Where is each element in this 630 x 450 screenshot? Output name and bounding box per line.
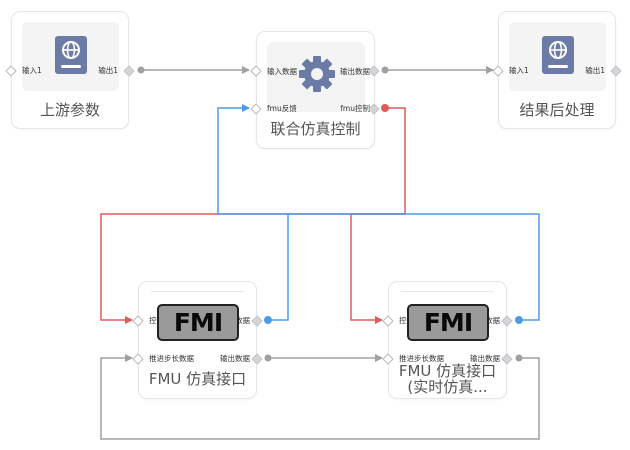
node-title: FMU 仿真接口	[148, 370, 247, 388]
output-port-diamond[interactable]	[251, 353, 263, 365]
port-label-output-data: 输出数据	[220, 354, 250, 363]
output-port-diamond[interactable]	[123, 65, 135, 77]
output-port-diamond[interactable]	[368, 65, 380, 77]
node-title: 联合仿真控制	[270, 120, 361, 138]
book-globe-icon	[55, 36, 87, 74]
node-upstream-params[interactable]: 输入1 输出1 上游参数	[11, 11, 129, 129]
node-fmu-interface[interactable]: 控制 数据 FMI 推进步长数据 输出数据 FMU 仿真接口	[138, 281, 257, 399]
node-fmu-realtime-interface[interactable]: 控制 数据 FMI 推进步长数据 输出数据 FMU 仿真接口 (实时仿真...	[388, 281, 507, 399]
panel-divider	[401, 291, 494, 292]
feedback-port-diamond[interactable]	[250, 103, 262, 115]
port-label-feedback-data: 数据	[235, 316, 250, 325]
port-label-fmu-control: fmu控制	[340, 104, 370, 113]
wire-start-dot	[137, 66, 145, 74]
node-title-line2: (实时仿真...	[407, 378, 488, 396]
wire-fmu2-feedback[interactable]	[217, 104, 540, 321]
control-port-diamond[interactable]	[132, 315, 144, 327]
port-label-step-data: 推进步长数据	[149, 354, 194, 363]
wire-start-dot	[381, 66, 389, 74]
output-port-diamond[interactable]	[610, 65, 622, 77]
wire-start-dot	[515, 316, 523, 324]
wire-start-dot	[264, 316, 272, 324]
input-port-diamond[interactable]	[492, 65, 504, 77]
node-title: 上游参数	[39, 101, 100, 119]
port-label-input: 输入1	[509, 66, 529, 75]
gear-icon	[299, 56, 335, 92]
fmi-logo: FMI	[157, 304, 239, 341]
input-port-diamond[interactable]	[250, 65, 262, 77]
port-label-output: 输出1	[98, 66, 118, 75]
wire-start-dot	[381, 104, 389, 112]
wire-fmu2-to-fmu1-loop[interactable]	[100, 354, 540, 440]
control-port-diamond[interactable]	[382, 315, 394, 327]
step-port-diamond[interactable]	[132, 353, 144, 365]
port-label-step-data: 推进步长数据	[399, 354, 444, 363]
port-label-output-data: 输出数据	[340, 67, 370, 76]
port-label-input: 输入1	[22, 66, 42, 75]
port-label-output: 输出1	[585, 66, 605, 75]
node-title-line1: FMU 仿真接口	[398, 362, 497, 380]
input-port-diamond[interactable]	[5, 65, 17, 77]
port-label-control: 控制	[399, 316, 414, 326]
node-post-process[interactable]: 输入1 输出1 结果后处理	[498, 11, 616, 129]
port-label-input-data: 输入数据	[267, 67, 297, 76]
wire-start-dot	[264, 354, 272, 362]
port-label-fmu-feedback: fmu反馈	[267, 104, 297, 113]
port-label-output-data: 输出数据	[470, 354, 500, 363]
port-label-feedback-data: 数据	[485, 316, 500, 325]
port-label-control: 控制	[149, 316, 164, 326]
output-port-diamond[interactable]	[501, 353, 513, 365]
feedback-port-diamond[interactable]	[251, 315, 263, 327]
book-globe-icon	[542, 36, 574, 74]
step-port-diamond[interactable]	[382, 353, 394, 365]
wire-fmu1-feedback[interactable]	[268, 214, 289, 321]
node-title: 结果后处理	[519, 101, 595, 119]
fmi-logo: FMI	[407, 304, 489, 341]
control-port-diamond[interactable]	[368, 103, 380, 115]
node-cosim-control[interactable]: 输入数据 输出数据 fmu反馈 fmu控制 联合仿真控制	[256, 31, 375, 149]
panel-divider	[151, 291, 244, 292]
feedback-port-diamond[interactable]	[501, 315, 513, 327]
wire-start-dot	[515, 354, 523, 362]
